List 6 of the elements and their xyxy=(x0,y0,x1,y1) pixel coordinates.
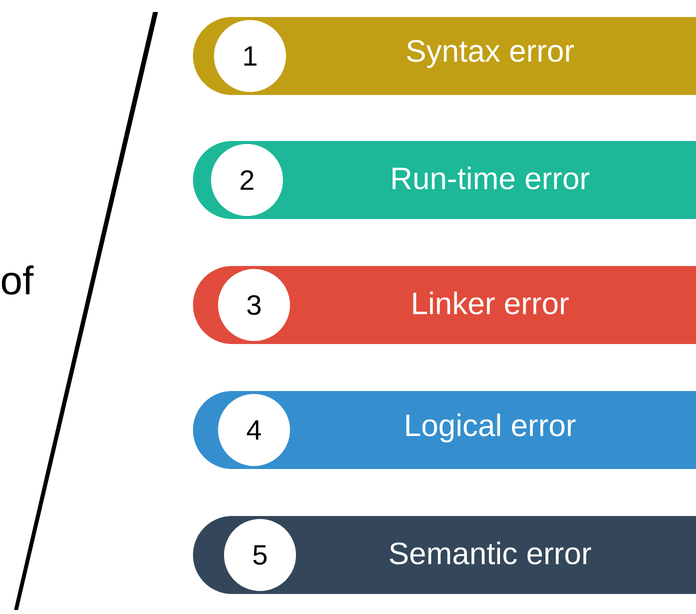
band-label: Semantic error xyxy=(390,542,592,564)
band-label: Linker error xyxy=(413,292,569,314)
heading-text: of xyxy=(2,265,34,295)
band-label: Logical error xyxy=(406,414,576,442)
band-label: Run-time error xyxy=(392,166,590,190)
band-label: Syntax error xyxy=(407,40,574,68)
